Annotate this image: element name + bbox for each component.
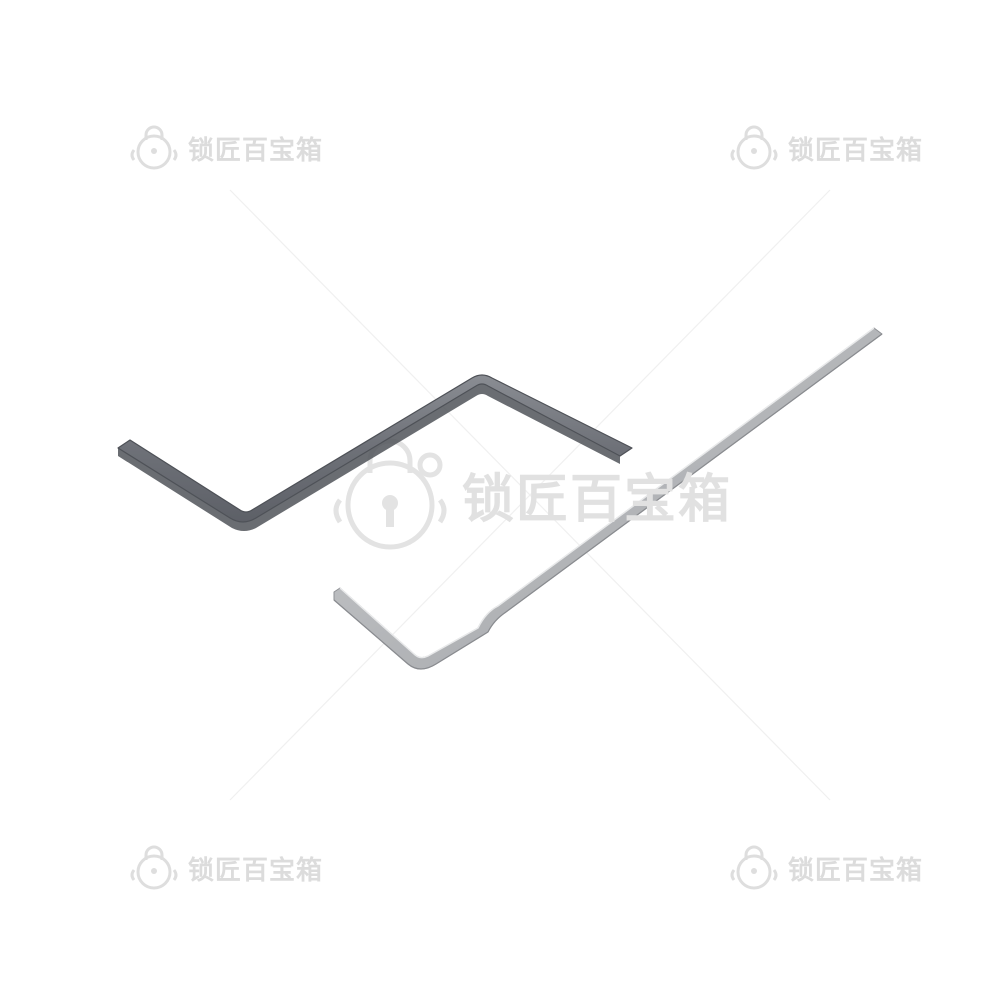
watermark-diagonal-lines bbox=[229, 189, 831, 801]
corner-logo-icon-top-right bbox=[730, 125, 778, 170]
watermark-text-center: 锁匠百宝箱 bbox=[462, 470, 733, 530]
corner-logo-icon-bottom-right bbox=[730, 845, 778, 890]
watermark-text-bottom-left: 锁匠百宝箱 bbox=[188, 856, 324, 886]
watermark-text-top-right: 锁匠百宝箱 bbox=[788, 136, 924, 166]
bent-long-tension-wrench bbox=[333, 327, 883, 670]
watermark-text-bottom-right: 锁匠百宝箱 bbox=[788, 856, 924, 886]
flat-tension-wrench bbox=[117, 374, 633, 531]
corner-logo-icon-bottom-left bbox=[130, 845, 178, 890]
corner-logo-icon-top-left bbox=[130, 125, 178, 170]
watermark-text-top-left: 锁匠百宝箱 bbox=[188, 136, 324, 166]
padlock-keyhole-logo-icon bbox=[333, 438, 447, 550]
